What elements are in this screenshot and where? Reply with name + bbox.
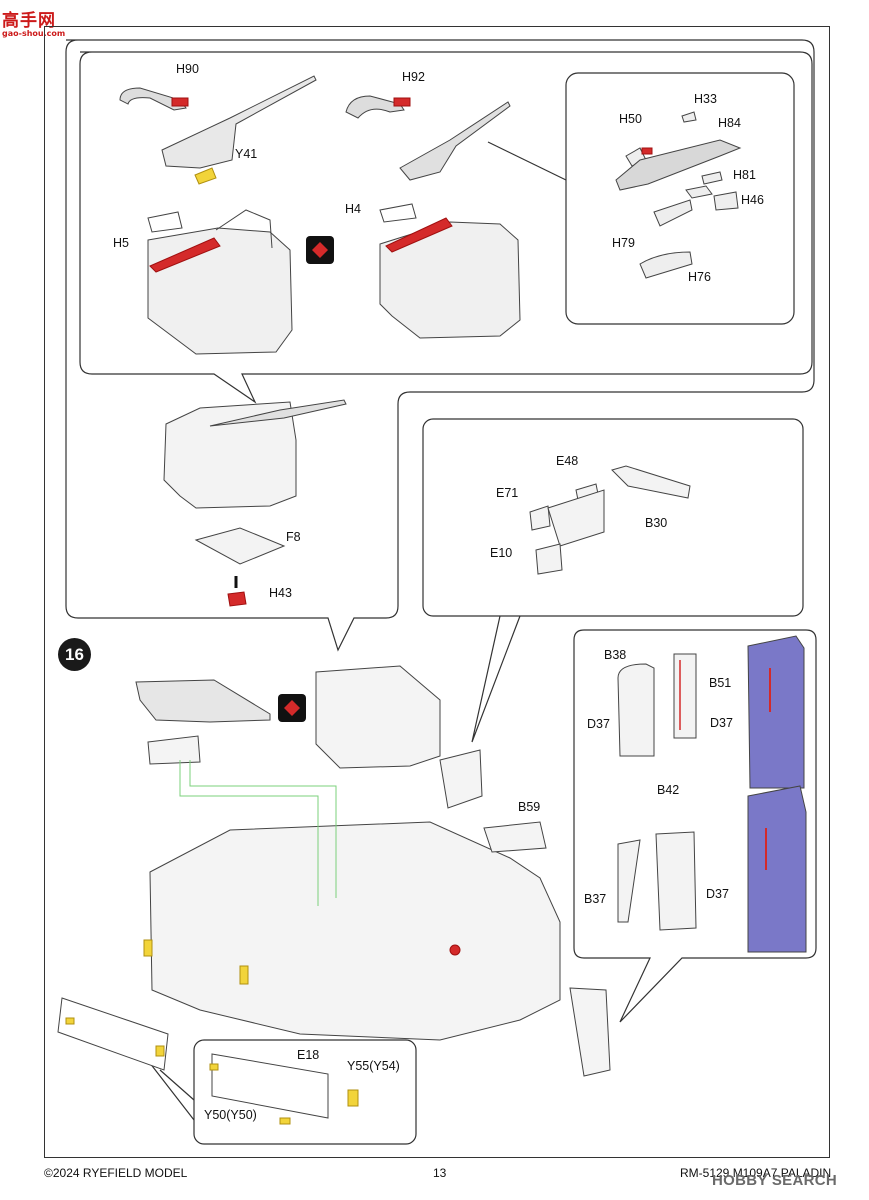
callout-panel-b-parts: [573, 629, 817, 1023]
label-h43: H43: [269, 586, 292, 600]
label-y55: Y55(Y54): [347, 1059, 400, 1073]
label-h90: H90: [176, 62, 199, 76]
watermark-title: 高手网: [2, 11, 56, 31]
label-b38: B38: [604, 648, 627, 662]
callout-panel-outer: [65, 39, 815, 652]
label-d37-c: D37: [706, 887, 729, 901]
label-h5: H5: [113, 236, 129, 250]
inset-parts: [615, 111, 742, 279]
footer-copyright: ©2024 RYEFIELD MODEL: [44, 1166, 188, 1180]
label-h4: H4: [345, 202, 361, 216]
label-y41: Y41: [235, 147, 258, 161]
assembly-b-parts: [617, 635, 807, 953]
label-b51: B51: [709, 676, 732, 690]
label-h84: H84: [718, 116, 741, 130]
assembly-e-parts: [529, 465, 691, 575]
label-h76: H76: [688, 270, 711, 284]
swap-arrows: [278, 236, 334, 722]
label-b37: B37: [584, 892, 607, 906]
footer-model: RM-5129 M109A7 PALADIN: [680, 1166, 832, 1180]
label-h50: H50: [619, 112, 642, 126]
watermark-site: gao-shou.com: [2, 29, 66, 38]
label-h92: H92: [402, 70, 425, 84]
label-e18: E18: [297, 1048, 320, 1062]
label-h33: H33: [694, 92, 717, 106]
label-b30: B30: [645, 516, 668, 530]
page-frame: [44, 26, 830, 1158]
label-f8: F8: [286, 530, 301, 544]
callout-panel-e-parts: [422, 418, 804, 617]
assembly-turret-mid: [163, 399, 347, 607]
step-number: 16: [58, 638, 91, 671]
label-d37-a: D37: [587, 717, 610, 731]
callout-panel-e18: [193, 1039, 417, 1145]
label-y50: Y50(Y50): [204, 1108, 257, 1122]
callout-panel-inset: [565, 72, 795, 325]
label-h79: H79: [612, 236, 635, 250]
label-h81: H81: [733, 168, 756, 182]
label-e48: E48: [556, 454, 579, 468]
assembly-hull: [57, 665, 611, 1125]
callout-panel-top: [79, 51, 813, 404]
label-b42: B42: [657, 783, 680, 797]
guide-lines-green: [179, 760, 337, 906]
watermark-logo: 高手网 gao-shou.com: [2, 6, 65, 38]
label-e10: E10: [490, 546, 513, 560]
label-b59: B59: [518, 800, 541, 814]
assembly-h90: [119, 75, 317, 355]
footer-page-number: 13: [433, 1166, 447, 1180]
assembly-h92: [345, 95, 521, 339]
label-e71: E71: [496, 486, 519, 500]
label-d37-b: D37: [710, 716, 733, 730]
brand-watermark: HOBBY SEARCH: [712, 1172, 838, 1189]
label-h46: H46: [741, 193, 764, 207]
